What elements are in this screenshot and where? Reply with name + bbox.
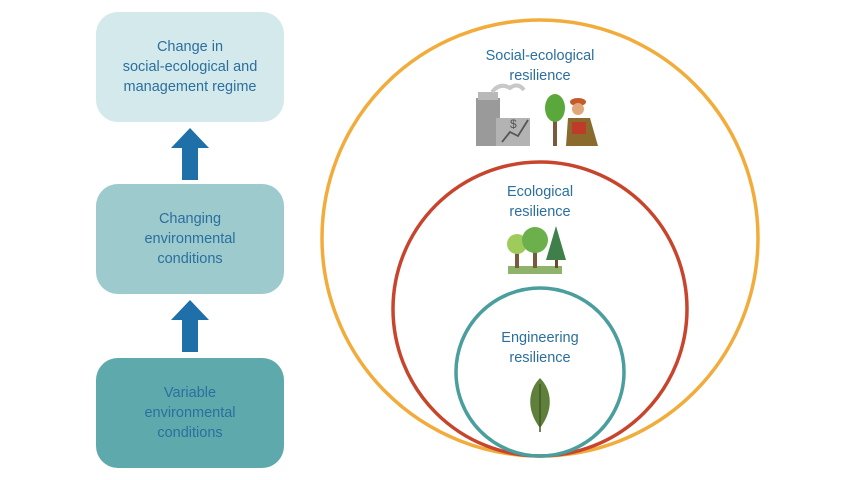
engineering-resilience-label: Engineering resilience bbox=[501, 330, 579, 366]
stage-label-variable-conditions: Variable environmental conditions bbox=[144, 385, 236, 441]
social-ecological-resilience-label: Social-ecological resilience bbox=[485, 48, 595, 84]
svg-text:$: $ bbox=[510, 117, 517, 131]
up-arrow-icon bbox=[171, 300, 209, 352]
stage-box-regime-change: Change in social-ecological and manageme… bbox=[96, 12, 284, 122]
stage-box-changing-conditions: Changing environmental conditions bbox=[96, 184, 284, 294]
leaf-icon bbox=[530, 378, 550, 432]
stage-label-regime-change: Change in social-ecological and manageme… bbox=[122, 39, 258, 95]
engineering-circle bbox=[454, 286, 626, 458]
farmer-planting-tree-icon bbox=[545, 94, 598, 146]
trees-icon bbox=[507, 226, 566, 274]
factory-icon: $ bbox=[476, 83, 530, 146]
stage-label-changing-conditions: Changing environmental conditions bbox=[144, 211, 236, 267]
stage-box-variable-conditions: Variable environmental conditions bbox=[96, 358, 284, 468]
up-arrow-icon bbox=[171, 128, 209, 180]
ecological-resilience-label: Ecological resilience bbox=[506, 184, 574, 220]
